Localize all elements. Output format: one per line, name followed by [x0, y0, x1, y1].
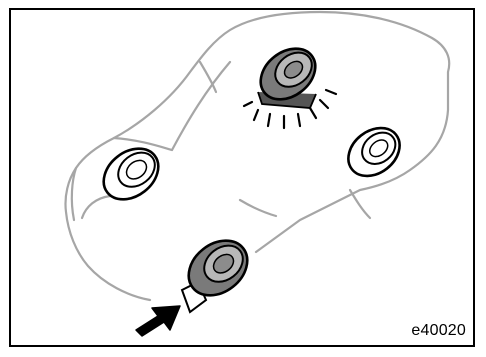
- spare-tire-icon: [251, 38, 325, 110]
- arrow-icon: [136, 306, 180, 336]
- figure-code: e40020: [411, 322, 466, 340]
- rear-right-tire-icon: [339, 118, 409, 186]
- front-left-tire-icon: [94, 138, 168, 210]
